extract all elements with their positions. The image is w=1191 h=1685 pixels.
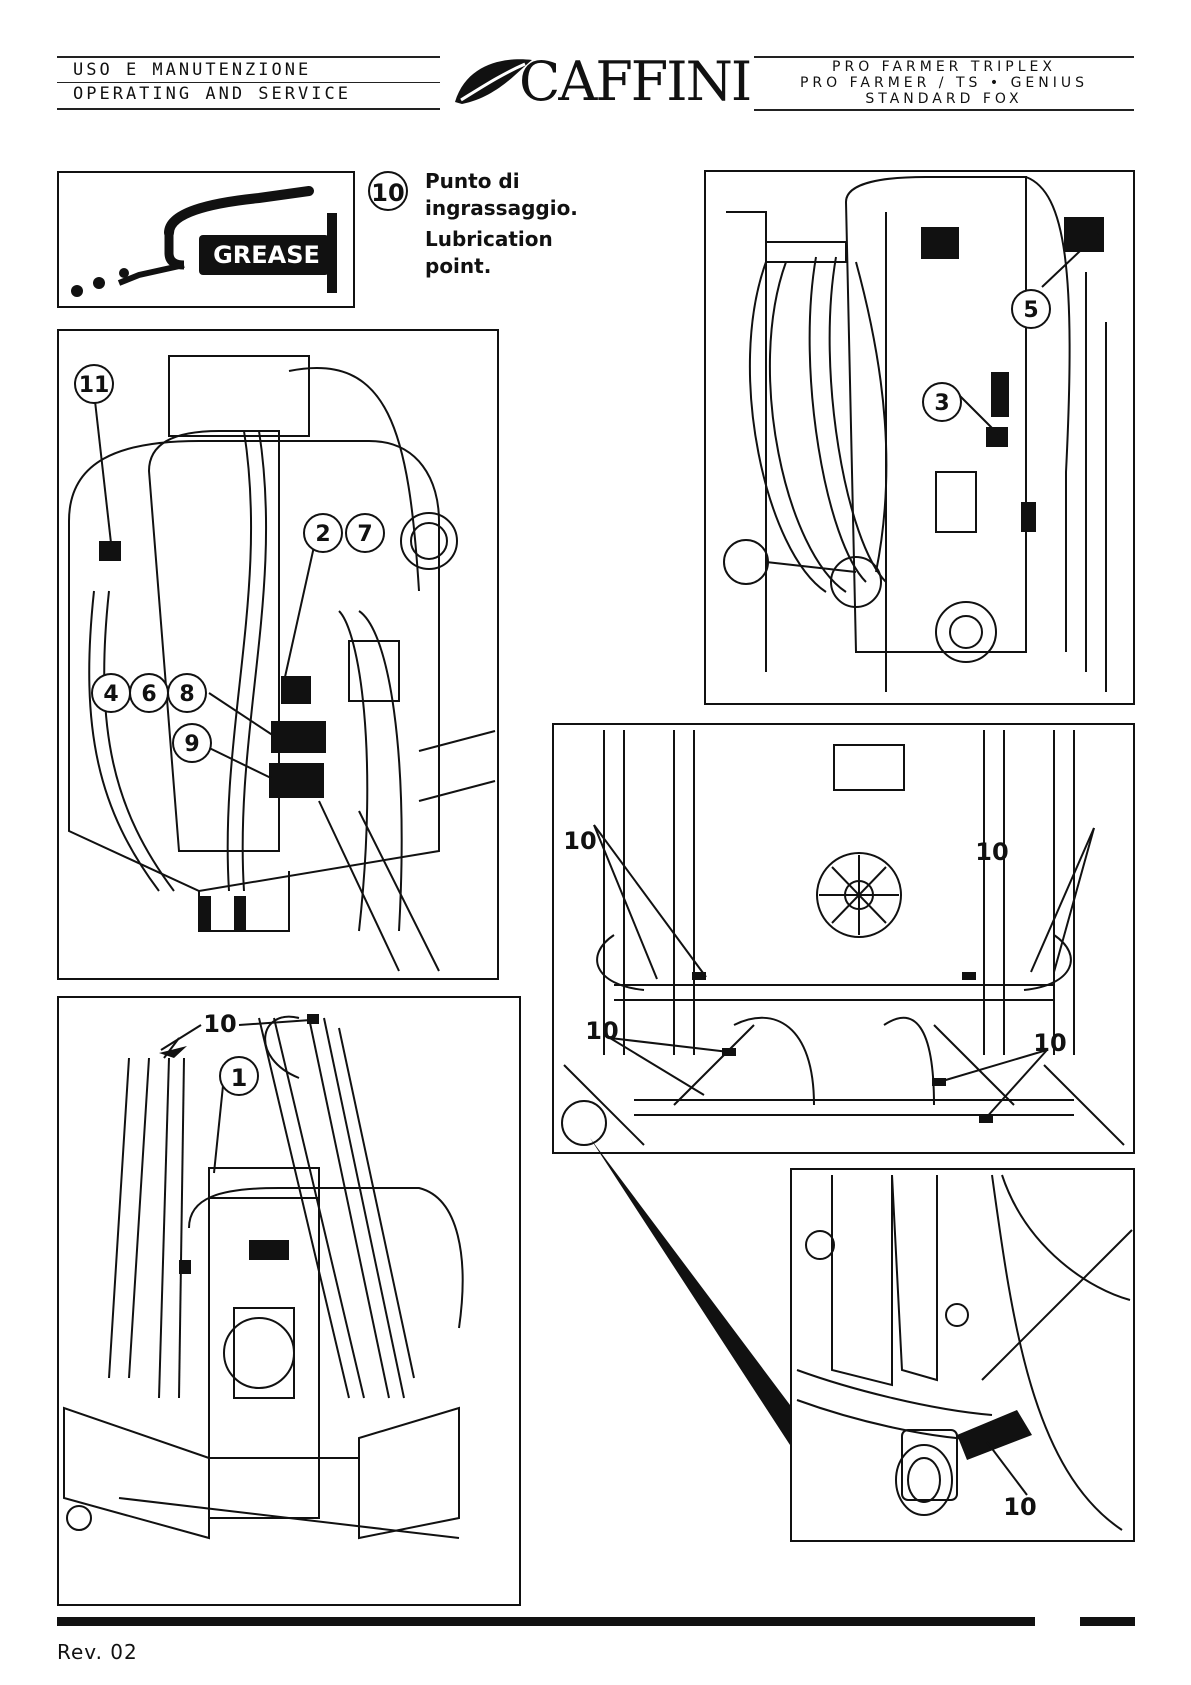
callout-5: 5 <box>1011 289 1051 329</box>
sprayer-front-illustration <box>59 998 519 1604</box>
revision-label: Rev. 02 <box>57 1640 138 1664</box>
header-left: USO E MANUTENZIONE OPERATING AND SERVICE <box>57 56 440 110</box>
legend-callout-10: 10 <box>368 171 408 211</box>
footer-rule-right <box>1080 1617 1135 1626</box>
callout-1: 1 <box>219 1056 259 1096</box>
grease-sign: GREASE <box>57 171 355 308</box>
callout-9: 9 <box>172 723 212 763</box>
model-line-2: PRO FARMER / TS • GENIUS <box>754 75 1134 91</box>
legend-text-en: Lubrication point. <box>425 226 625 280</box>
sprayer-rear-illustration <box>706 172 1133 703</box>
figure-front-view: 10 1 <box>57 996 521 1606</box>
callout-10-b: 10 <box>972 832 1012 872</box>
callout-3: 3 <box>922 382 962 422</box>
header-right: PRO FARMER TRIPLEX PRO FARMER / TS • GEN… <box>754 56 1134 110</box>
figure-side-view: 11 2 7 4 6 8 9 <box>57 329 499 980</box>
callout-8: 8 <box>167 673 207 713</box>
callout-7: 7 <box>345 513 385 553</box>
footer-rule <box>57 1617 1035 1626</box>
callout-10-f: 10 <box>200 1004 240 1044</box>
pump-frame-illustration <box>554 725 1133 1152</box>
callout-6: 6 <box>129 673 169 713</box>
callout-10-c: 10 <box>582 1011 622 1051</box>
callout-11: 11 <box>74 364 114 404</box>
callout-4: 4 <box>91 673 131 713</box>
brand-name: CAFFINI <box>519 52 750 112</box>
figure-pump-detail: 10 10 10 10 <box>552 723 1135 1154</box>
figure-zoom-detail: 10 <box>790 1168 1135 1542</box>
callout-10-e: 10 <box>1000 1487 1040 1527</box>
header-title-en: OPERATING AND SERVICE <box>73 83 351 105</box>
callout-10-a: 10 <box>560 821 600 861</box>
model-line-1: PRO FARMER TRIPLEX <box>754 59 1134 75</box>
header-title-it: USO E MANUTENZIONE <box>73 59 311 81</box>
grease-label: GREASE <box>209 239 324 271</box>
sprayer-side-illustration <box>59 331 497 978</box>
callout-10-d: 10 <box>1030 1023 1070 1063</box>
zoom-wheel-illustration <box>792 1170 1133 1540</box>
figure-top-right: 5 3 <box>704 170 1135 705</box>
legend-text-it: Punto di ingrassaggio. <box>425 168 625 222</box>
model-line-3: STANDARD FOX <box>754 91 1134 107</box>
callout-2: 2 <box>303 513 343 553</box>
brand-logo: CAFFINI <box>447 52 747 112</box>
